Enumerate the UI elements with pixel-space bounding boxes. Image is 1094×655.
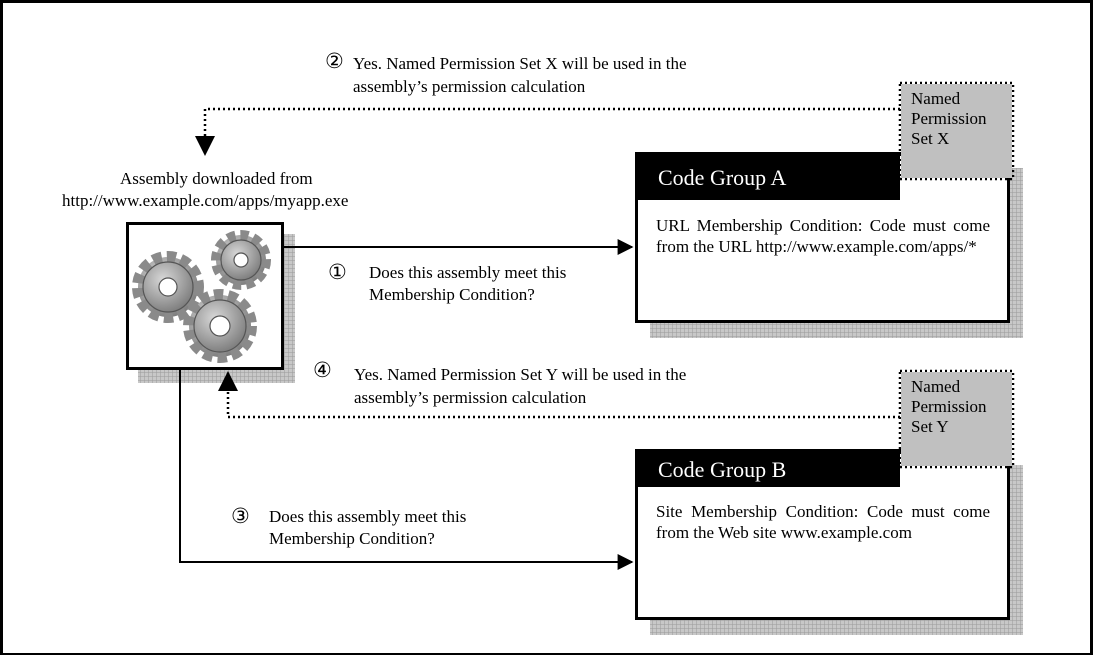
- arrow-step-4: [218, 371, 900, 419]
- assembly-caption-line1: Assembly downloaded from: [120, 169, 313, 188]
- step-1-line1: Does this assembly meet this: [369, 263, 567, 282]
- code-group-a-title: Code Group A: [638, 155, 900, 200]
- code-group-b-title: Code Group B: [638, 452, 900, 487]
- step-2-line2: assembly’s permission calculation: [353, 77, 586, 96]
- step-4-marker: ④: [313, 358, 332, 382]
- arrow-step-2: [195, 107, 900, 156]
- permission-set-x-border: [898, 81, 1015, 181]
- permission-set-y: Named Permission Set Y: [901, 372, 1012, 466]
- step-3-line1: Does this assembly meet this: [269, 507, 467, 526]
- step-4-line1: Yes. Named Permission Set Y will be used…: [354, 365, 687, 384]
- assembly-caption-line2: http://www.example.com/apps/myapp.exe: [62, 191, 349, 210]
- permission-set-y-border: [898, 369, 1015, 469]
- step-2-line1: Yes. Named Permission Set X will be used…: [353, 54, 687, 73]
- permission-set-x: Named Permission Set X: [901, 84, 1012, 178]
- step-1-marker: ①: [328, 260, 347, 284]
- step-3-line2: Membership Condition?: [269, 529, 435, 548]
- step-2-marker: ②: [325, 49, 344, 73]
- arrow-step-3: [179, 370, 634, 570]
- step-3-marker: ③: [231, 504, 250, 528]
- step-4-line2: assembly’s permission calculation: [354, 388, 587, 407]
- code-group-a-condition: URL Membership Condition: Code must come…: [656, 216, 990, 256]
- code-group-b-condition: Site Membership Condition: Code must com…: [656, 502, 990, 542]
- step-1-line2: Membership Condition?: [369, 285, 535, 304]
- gears-icon: [132, 230, 271, 363]
